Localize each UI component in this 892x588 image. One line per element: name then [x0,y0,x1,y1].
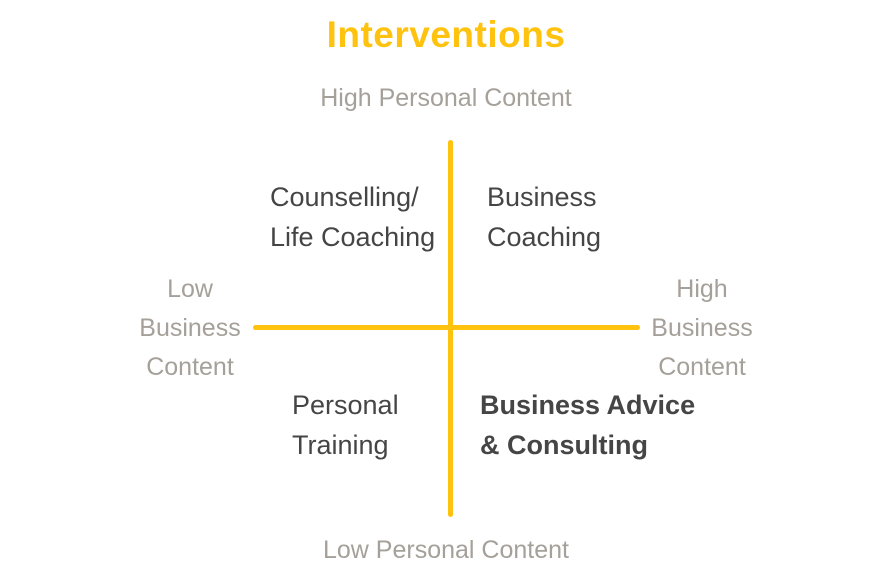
quadrant-label-counselling-life-coaching: Counselling/ Life Coaching [270,177,435,257]
axis-label-right-line2: Business [651,314,753,342]
axis-label-low-personal-content: Low Personal Content [323,536,569,564]
quadrant-bottom-left-line1: Personal [292,390,399,420]
axis-label-left-line2: Business [139,314,241,342]
quadrant-label-business-coaching: Business Coaching [487,177,601,257]
quadrant-bottom-right-line2: & Consulting [480,430,648,460]
axis-label-low-business-content: Low Business Content [110,270,270,387]
quadrant-top-right-line1: Business [487,182,597,212]
axis-label-high-business-content: High Business Content [622,270,782,387]
quadrant-bottom-right-line1: Business Advice [480,390,696,420]
quadrant-label-personal-training: Personal Training [292,385,399,465]
axis-label-left-line3: Content [146,353,234,381]
quadrant-top-right-line2: Coaching [487,222,602,252]
axis-label-right-line3: Content [658,353,746,381]
axis-label-left-line1: Low [167,275,213,303]
quadrant-bottom-left-line2: Training [292,430,389,460]
quadrant-label-business-advice-consulting: Business Advice & Consulting [480,385,695,465]
axis-label-right-line1: High [676,275,728,303]
horizontal-axis-line [253,325,640,330]
quadrant-top-left-line2: Life Coaching [270,222,436,252]
quadrant-top-left-line1: Counselling/ [270,182,419,212]
axis-label-high-personal-content: High Personal Content [320,84,572,112]
diagram-title: Interventions [326,14,566,55]
